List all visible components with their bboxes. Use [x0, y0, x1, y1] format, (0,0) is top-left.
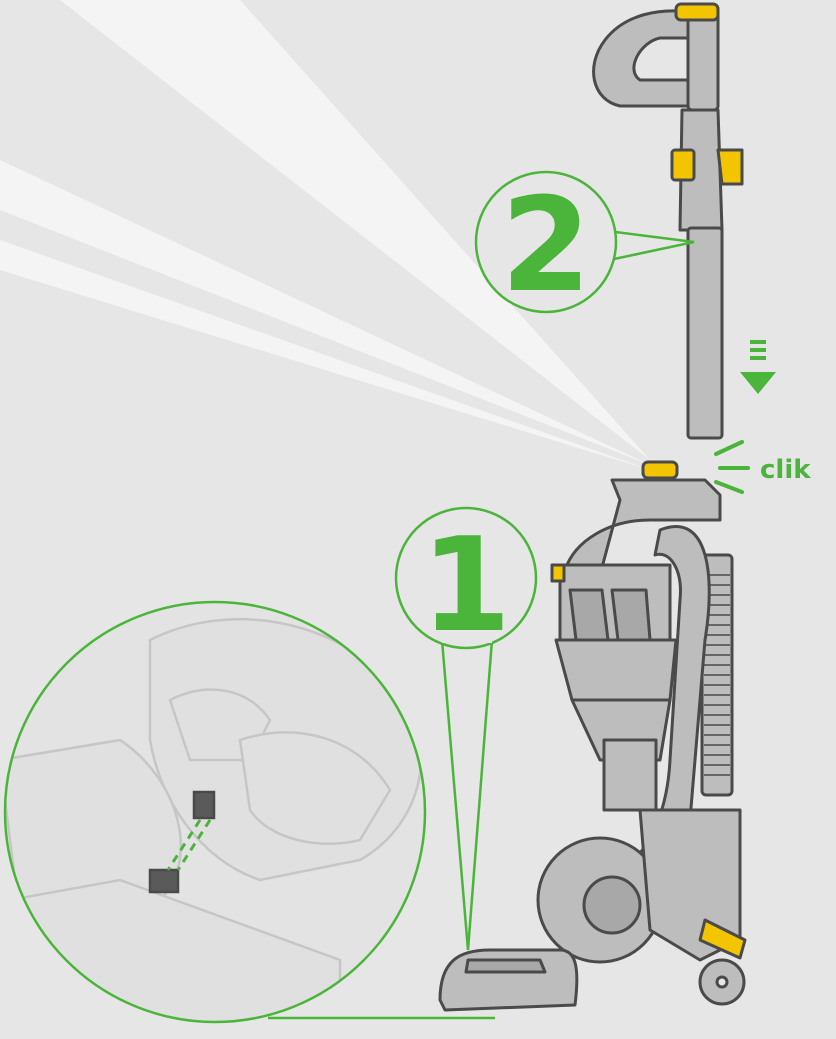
step-1-circle	[394, 506, 538, 650]
light-beams	[0, 0, 650, 470]
handle-grip	[592, 9, 692, 108]
handle-clip-left	[670, 148, 696, 182]
hose-ribs	[704, 574, 730, 776]
rear-wheel-hub	[715, 975, 729, 989]
cyclone-lobe-right	[610, 588, 652, 642]
click-lines-icon	[714, 440, 750, 494]
step-1-pointer	[440, 638, 494, 951]
bin-middle	[554, 638, 678, 702]
inset-connector-top	[192, 790, 216, 820]
inset-connector-bottom	[148, 868, 180, 894]
inset-guide-line-2	[176, 819, 212, 871]
handle-lower-tube	[686, 226, 724, 440]
inset-border	[3, 600, 427, 1024]
release-button	[641, 460, 679, 480]
light-beam-1	[60, 0, 650, 460]
bin-stem	[602, 738, 658, 812]
vacuum-body	[438, 460, 747, 1012]
click-sound-label: clik	[760, 455, 811, 485]
handle-top-cap	[674, 2, 720, 22]
handle-upper-tube	[686, 8, 720, 112]
inset-guide-line-1	[166, 819, 202, 871]
cyclone-lobe-left	[568, 588, 610, 642]
step-2-joint	[596, 228, 612, 262]
rear-yellow-tab	[698, 918, 747, 960]
light-beam-2	[0, 160, 650, 465]
vacuum-handle	[592, 2, 744, 440]
bin-latch	[550, 563, 566, 583]
arrow-down-icon	[740, 340, 776, 394]
step-2-circle	[474, 170, 618, 314]
step-1-callout: 1	[394, 506, 538, 951]
step-2-callout: 2	[474, 169, 695, 321]
light-beam-3	[0, 240, 650, 470]
step-2-number: 2	[501, 169, 591, 321]
detail-inset	[3, 600, 495, 1024]
cleaner-head-vent	[464, 958, 547, 974]
step-1-number: 1	[421, 509, 511, 661]
ball-hub	[582, 875, 642, 935]
step-1-joint	[442, 630, 492, 643]
inset-grip	[238, 731, 392, 845]
handle-clip-right	[716, 148, 744, 186]
